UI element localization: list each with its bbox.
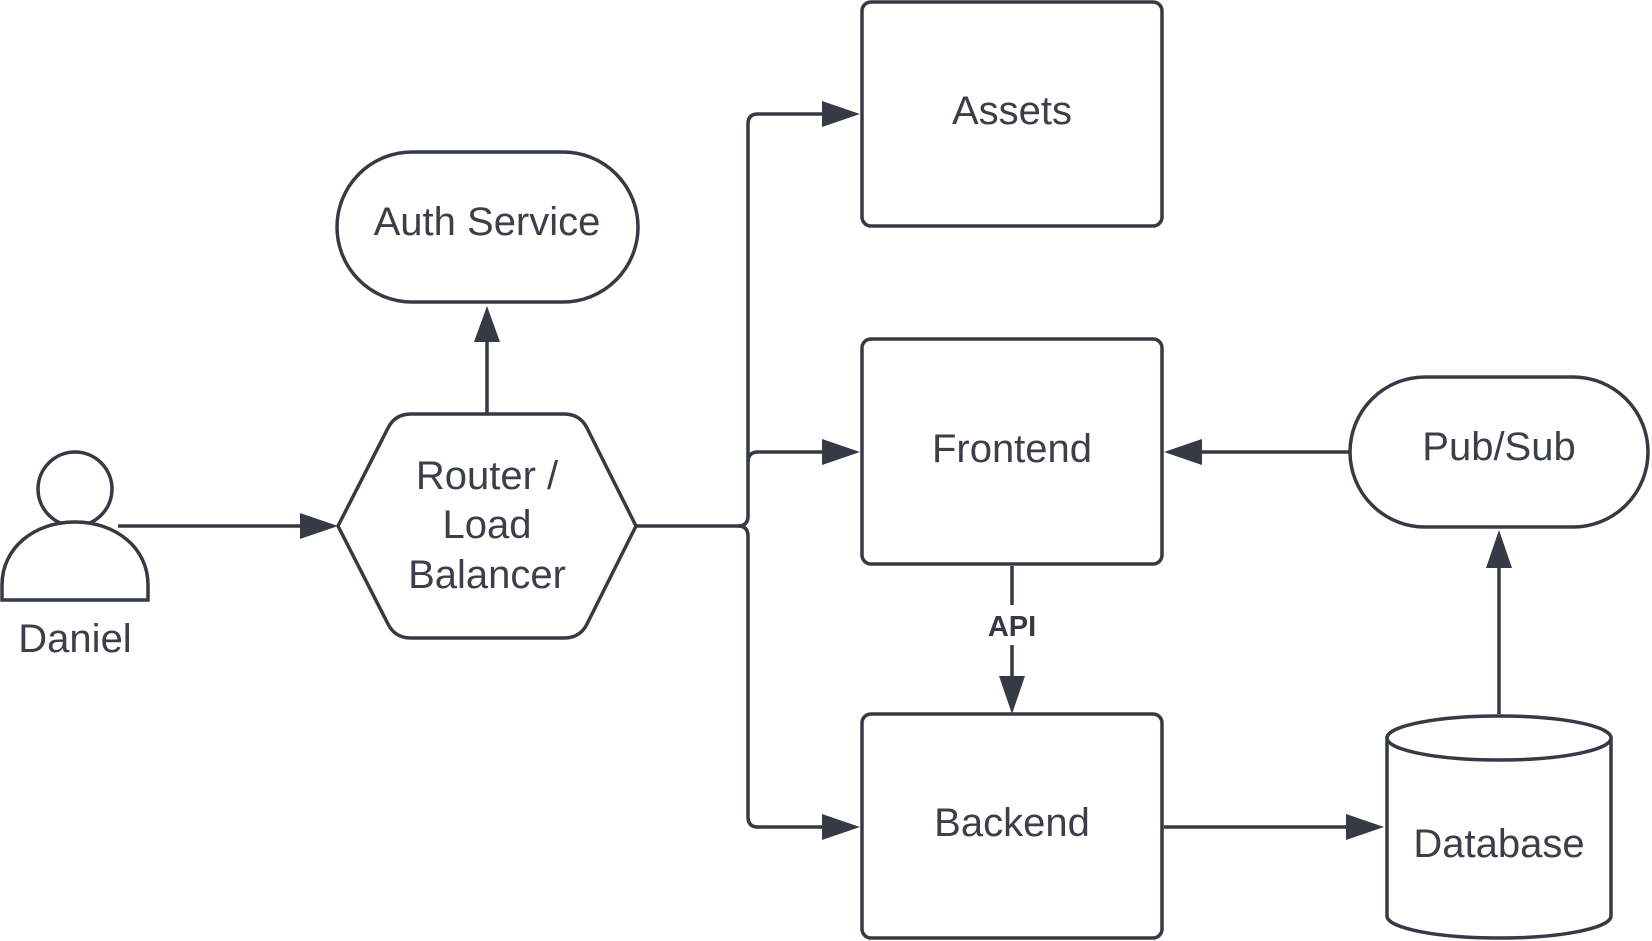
user-label: Daniel [18,617,131,661]
edge-database-to-pubsub [1486,530,1512,714]
assets-label: Assets [952,89,1072,133]
node-user: Daniel [0,450,150,661]
api-label-background [978,605,1046,645]
backend-label: Backend [934,801,1090,845]
router-label-line-2: Load [443,503,532,547]
edge-pubsub-to-frontend [1164,439,1350,465]
api-edge-label: API [988,611,1036,643]
database-icon [1385,714,1613,940]
frontend-label: Frontend [932,427,1092,471]
node-router: Router / Load Balancer [336,412,638,640]
pubsub-label: Pub/Sub [1422,425,1575,469]
router-label-line-1: Router / [416,454,559,498]
auth-label: Auth Service [374,200,601,244]
edge-backend-to-database [1164,814,1384,840]
user-icon [0,450,150,602]
edge-router-to-assets [737,101,860,528]
edge-frontend-to-backend: API [978,566,1046,714]
database-label: Database [1413,822,1584,866]
node-pubsub: Pub/Sub [1348,375,1650,529]
edge-router-to-frontend [746,439,860,465]
node-frontend: Frontend [860,337,1164,566]
node-backend: Backend [860,712,1164,940]
node-database: Database [1385,714,1613,940]
router-label-line-3: Balancer [408,553,566,597]
node-auth: Auth Service [335,150,640,304]
edge-router-to-backend [737,524,860,840]
edge-user-to-router [118,513,338,539]
edge-router-to-auth [474,306,500,413]
node-assets: Assets [860,0,1164,228]
